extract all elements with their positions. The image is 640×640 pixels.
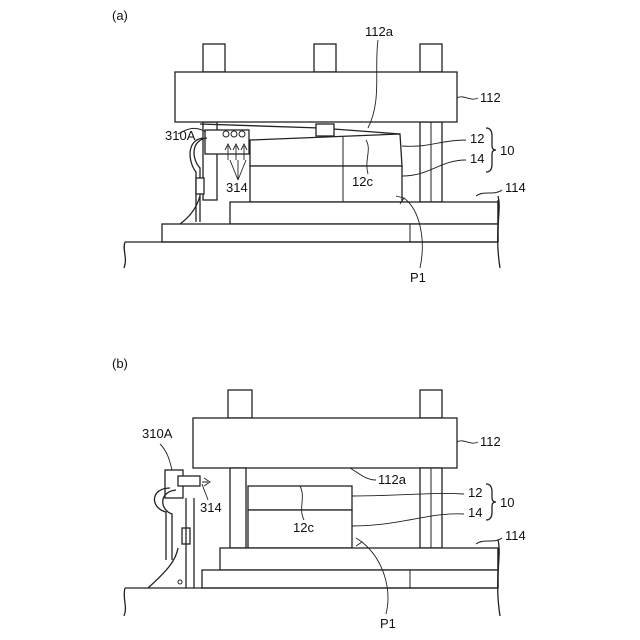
jig-upper: [250, 134, 402, 166]
label-10-a: 10: [500, 143, 514, 158]
label-p1-b: P1: [380, 616, 396, 631]
post-right-b: [420, 390, 442, 418]
upper-plate: [175, 72, 457, 122]
label-14-b: 14: [468, 505, 482, 520]
jig-lower: [250, 166, 402, 202]
label-12c-b: 12c: [293, 520, 314, 535]
center-boss: [316, 124, 334, 136]
label-12-a: 12: [470, 131, 484, 146]
break-left-b: [124, 588, 125, 616]
base-plate-b: [220, 548, 498, 570]
label-314-b: 314: [200, 500, 222, 515]
panel-a: (a): [112, 8, 526, 285]
post-left: [203, 44, 225, 72]
device-310a-b: [148, 470, 210, 588]
bed: [162, 224, 498, 242]
post-middle: [314, 44, 336, 72]
label-114-a: 114: [505, 180, 526, 195]
label-310a-b: 310A: [142, 426, 173, 441]
post-right: [420, 44, 442, 72]
column-left-b: [230, 468, 246, 548]
upper-plate-b: [193, 418, 457, 468]
label-14-a: 14: [470, 151, 484, 166]
label-112-b: 112: [480, 434, 501, 449]
brace-b: [486, 484, 496, 520]
label-310a-a: 310A: [165, 128, 196, 143]
post-left-b: [228, 390, 252, 418]
label-12-b: 12: [468, 485, 482, 500]
panel-b-tag: (b): [112, 356, 128, 371]
base-plate: [230, 202, 498, 224]
label-p1-a: P1: [410, 270, 426, 285]
label-314-a: 314: [226, 180, 248, 195]
break-left: [124, 242, 125, 268]
panel-b: (b): [112, 356, 526, 631]
brace-a: [486, 128, 496, 172]
label-114-b: 114: [505, 528, 526, 543]
label-10-b: 10: [500, 495, 514, 510]
label-112a-a: 112a: [365, 24, 394, 39]
panel-a-tag: (a): [112, 8, 128, 23]
bed-b: [202, 570, 498, 588]
label-112-a: 112: [480, 90, 501, 105]
label-112a-b: 112a: [378, 472, 407, 487]
jig-upper-b: [248, 486, 352, 510]
label-12c-a: 12c: [352, 174, 373, 189]
